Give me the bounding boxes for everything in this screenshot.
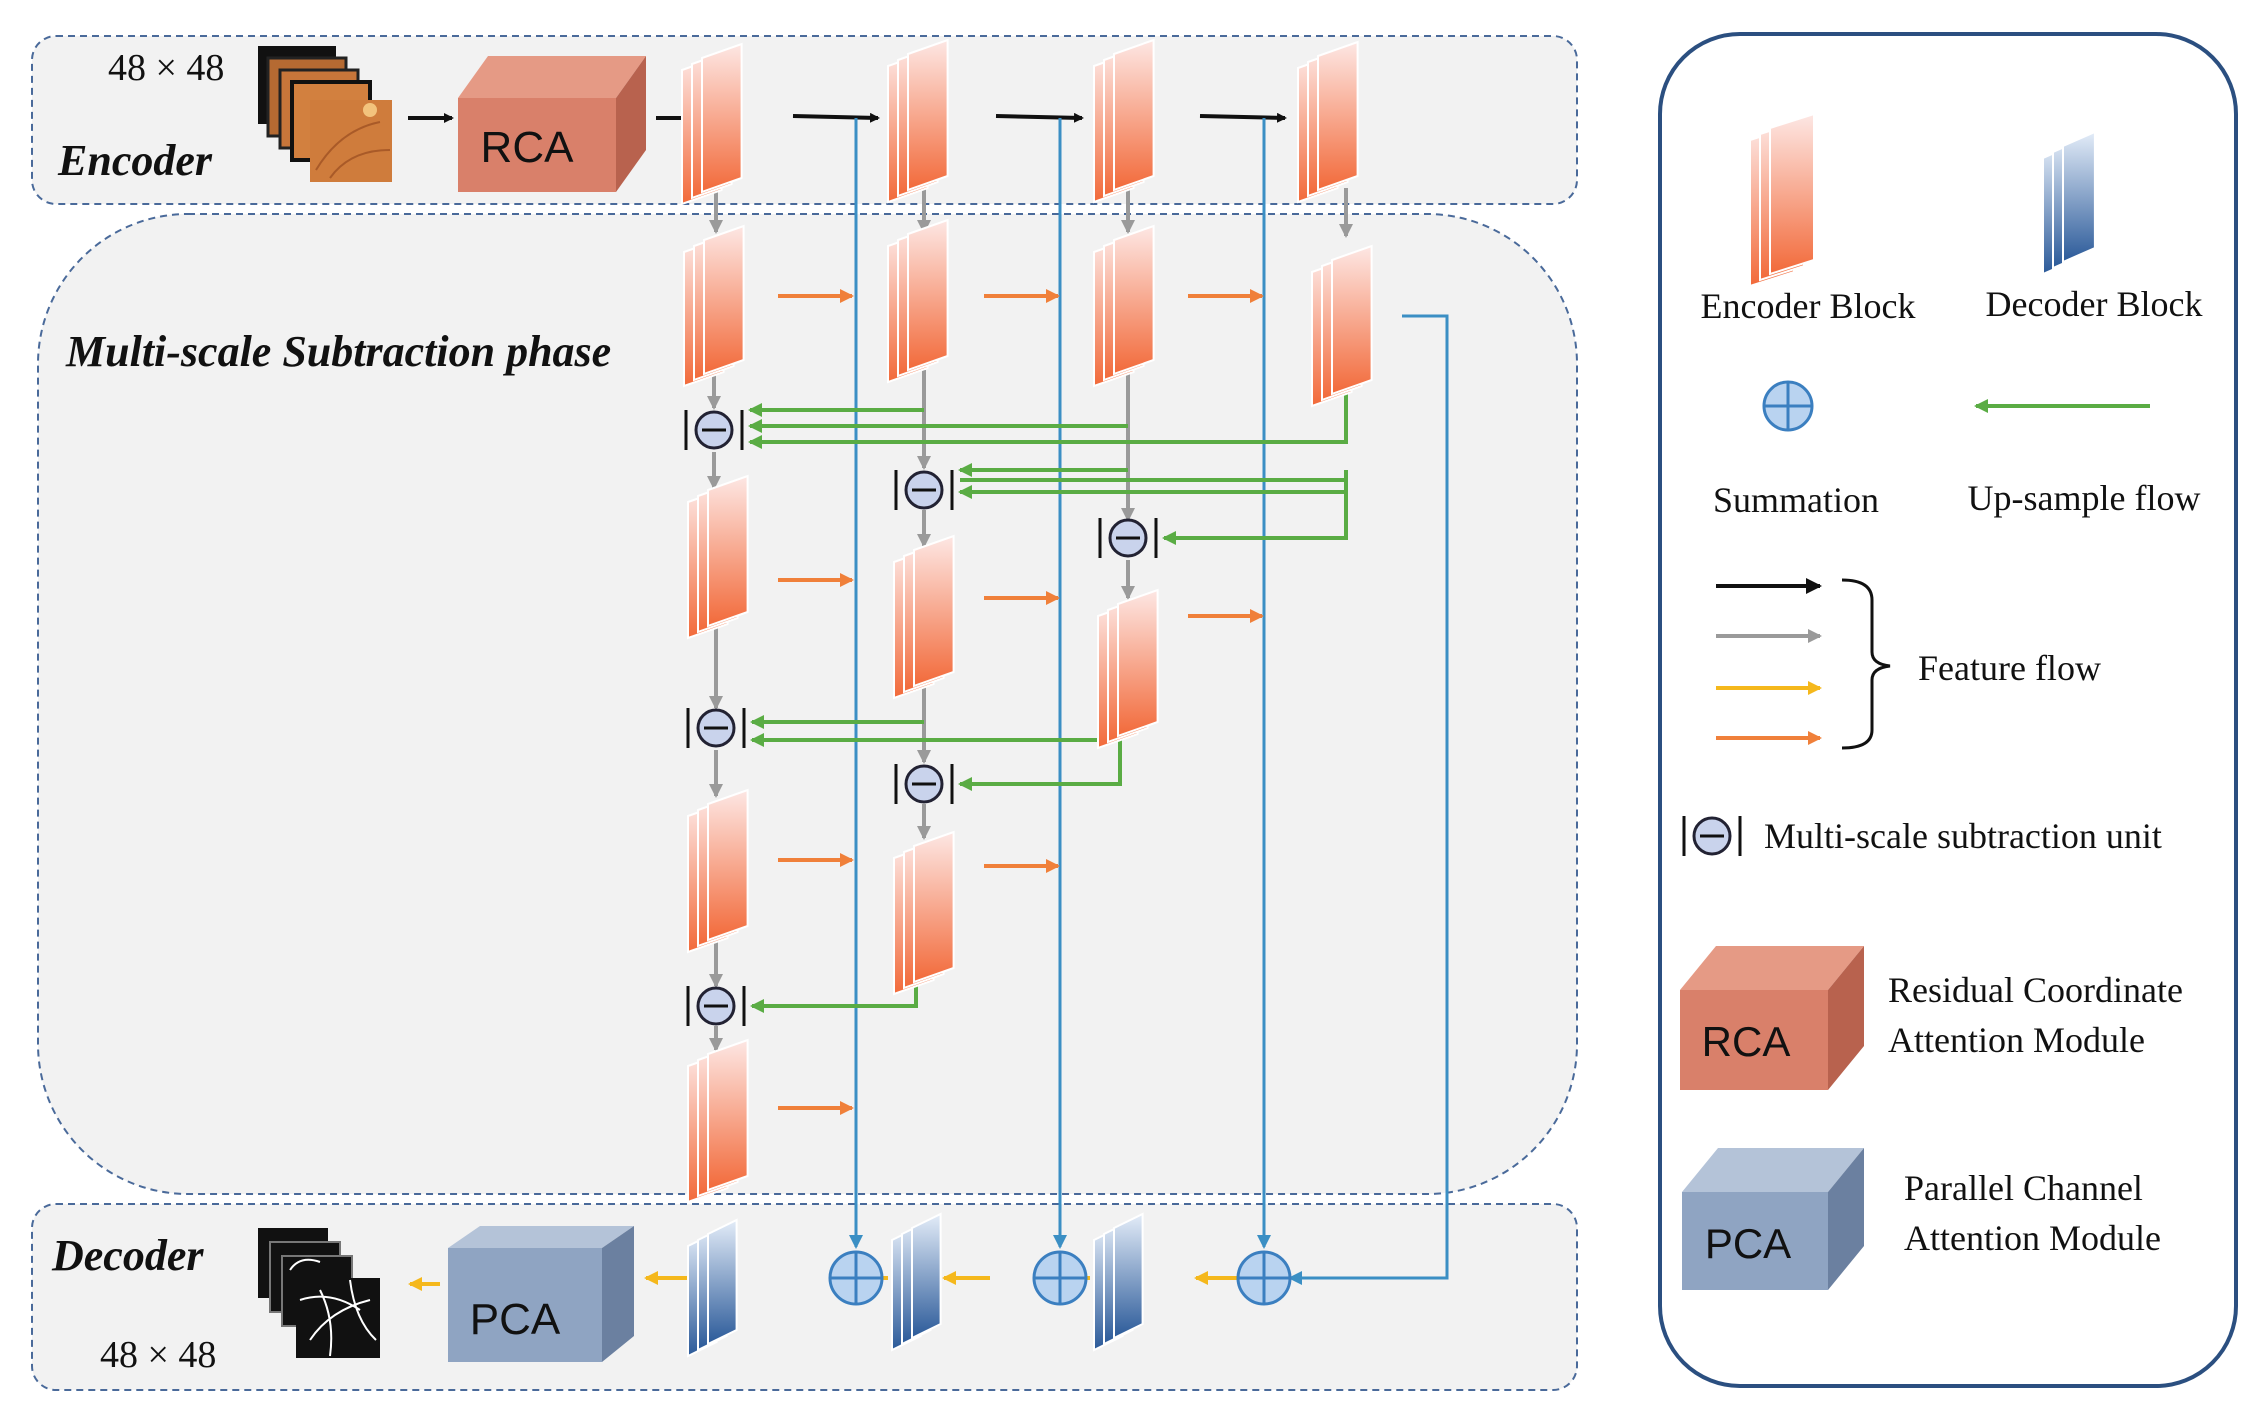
subtraction-label: Multi-scale Subtraction phase bbox=[65, 327, 611, 376]
legend-decoder-block-icon bbox=[2042, 130, 2096, 276]
legend-rca-box-label: RCA bbox=[1702, 1018, 1791, 1065]
encoder-panel bbox=[31, 35, 1578, 205]
encoder-block bbox=[687, 474, 749, 640]
subtraction-unit bbox=[686, 986, 746, 1026]
subtraction-unit bbox=[684, 410, 744, 450]
legend-pca-box-label: PCA bbox=[1705, 1220, 1791, 1267]
subtraction-panel bbox=[37, 213, 1578, 1195]
decoder-block bbox=[1093, 1212, 1144, 1352]
legend-encoder-block-label: Encoder Block bbox=[1701, 286, 1916, 326]
legend-subtraction-unit-label: Multi-scale subtraction unit bbox=[1764, 816, 2162, 856]
encoder-block bbox=[1311, 244, 1373, 408]
encoder-block bbox=[683, 224, 745, 388]
legend-encoder-block-shape bbox=[1749, 112, 1815, 288]
legend-subtraction-unit-icon bbox=[1682, 816, 1742, 856]
legend-decoder-block-shape bbox=[2042, 130, 2096, 276]
summation-node bbox=[828, 1250, 884, 1306]
encoder-block bbox=[681, 42, 743, 206]
upsample-flow bbox=[750, 980, 918, 1013]
summation-node bbox=[1032, 1250, 1088, 1306]
encoder-block bbox=[893, 830, 955, 996]
legend-rca-line2: Attention Module bbox=[1888, 1020, 2145, 1060]
decoder-panel bbox=[31, 1203, 1578, 1391]
upsample-flow bbox=[1162, 492, 1348, 545]
pca-module: PCA bbox=[448, 1226, 634, 1362]
legend-pca-line2: Attention Module bbox=[1904, 1218, 2161, 1258]
legend-summation-label: Summation bbox=[1713, 480, 1879, 520]
output-vessel-masks bbox=[258, 1228, 380, 1358]
encoder-block bbox=[1093, 38, 1155, 204]
encoder-blocks bbox=[681, 38, 1373, 1204]
decoder-block bbox=[687, 1218, 738, 1358]
upsample-flow bbox=[750, 733, 1122, 747]
skip-connection-4 bbox=[1288, 314, 1449, 1285]
legend-encoder-block-icon bbox=[1749, 112, 1815, 288]
subtraction-unit bbox=[1098, 518, 1158, 558]
encoder-block bbox=[887, 218, 949, 384]
legend-subtraction-unit-shape bbox=[1682, 816, 1742, 856]
decoder-blocks bbox=[687, 1212, 1144, 1358]
encoder-block bbox=[1097, 588, 1159, 750]
enc2-to-enc3-arrow bbox=[995, 112, 1084, 123]
enc1-to-enc2-arrow bbox=[792, 112, 880, 123]
encoder-block bbox=[1093, 224, 1155, 388]
decoder-label: Decoder bbox=[51, 1231, 204, 1280]
encoder-block bbox=[1297, 40, 1359, 204]
legend-rca-box: RCA bbox=[1680, 946, 1864, 1090]
flows bbox=[408, 112, 1449, 1291]
input-fundus-images bbox=[258, 46, 392, 182]
pca-label: PCA bbox=[470, 1295, 561, 1344]
enc3-to-enc4-arrow bbox=[1199, 112, 1287, 123]
summation-node bbox=[1236, 1250, 1292, 1306]
legend-pca-line1: Parallel Channel bbox=[1904, 1168, 2143, 1208]
upsample-flow bbox=[748, 390, 1348, 449]
legend: Encoder Block Decoder Block Summation Up… bbox=[1680, 112, 2203, 1290]
legend-brace bbox=[1841, 578, 1891, 750]
input-size-label: 48 × 48 bbox=[108, 47, 224, 89]
legend-rca-line1: Residual Coordinate bbox=[1888, 970, 2183, 1010]
subtraction-units bbox=[684, 410, 1158, 1026]
rca-label: RCA bbox=[481, 123, 575, 172]
encoder-block bbox=[887, 38, 949, 204]
legend-pca-box: PCA bbox=[1682, 1148, 1864, 1290]
subtraction-unit bbox=[686, 708, 746, 748]
encoder-block bbox=[893, 534, 955, 700]
subtraction-unit bbox=[894, 470, 954, 510]
encoder-label: Encoder bbox=[57, 136, 213, 185]
subtraction-unit bbox=[894, 764, 954, 804]
rca-module: RCA bbox=[458, 56, 646, 192]
summation-nodes bbox=[828, 1250, 1292, 1306]
decoder-block bbox=[891, 1212, 942, 1352]
legend-feature-flow-label: Feature flow bbox=[1918, 648, 2101, 688]
encoder-block bbox=[687, 1038, 749, 1204]
legend-decoder-block-label: Decoder Block bbox=[1986, 284, 2203, 324]
upsample-flow bbox=[958, 738, 1122, 791]
output-size-label: 48 × 48 bbox=[100, 1334, 216, 1376]
legend-upsample-label: Up-sample flow bbox=[1968, 478, 2201, 518]
legend-summation-icon bbox=[1762, 380, 1814, 432]
encoder-block bbox=[687, 788, 749, 954]
